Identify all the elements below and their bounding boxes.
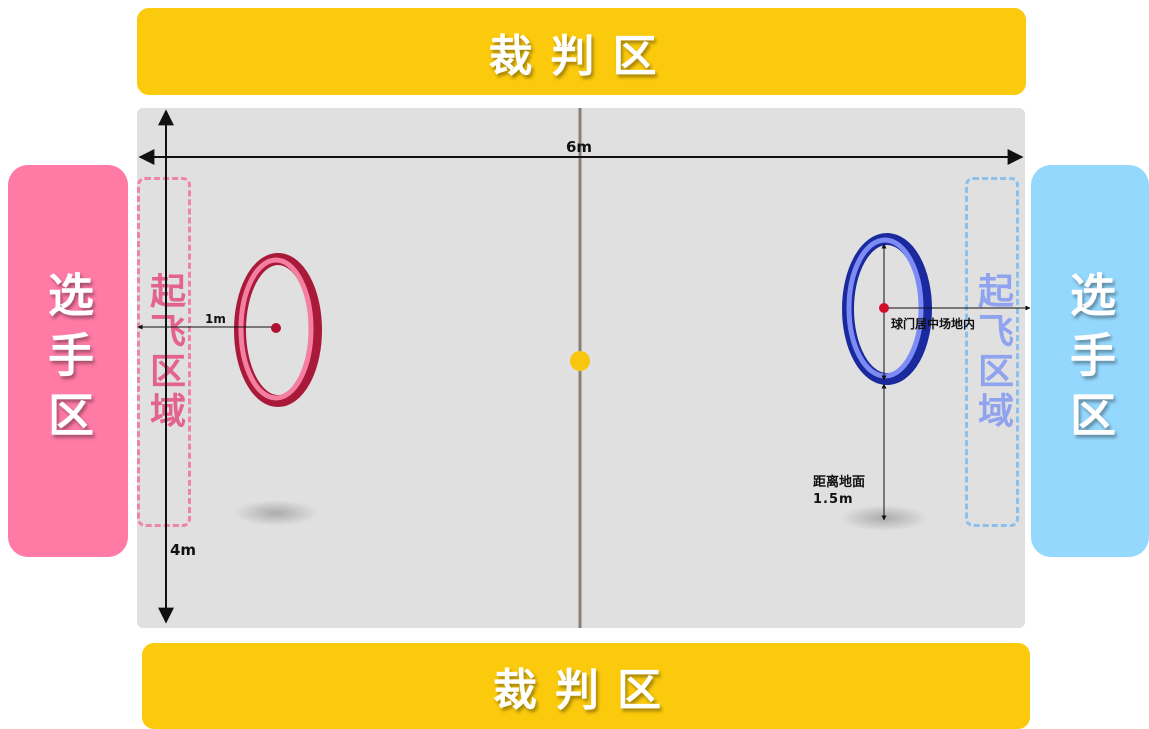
goal-height-label-line1: 距离地面	[813, 475, 866, 490]
goal-position-note: 球门居中场地内	[891, 317, 976, 331]
player-zone-left: 选手区	[8, 165, 128, 557]
goal-left-shadow	[234, 500, 318, 526]
center-ball	[570, 351, 590, 371]
goal-right-center	[879, 303, 889, 313]
field-width-label: 6m	[566, 138, 593, 156]
goal-left	[234, 253, 322, 407]
goal-offset-label: 1m	[205, 312, 226, 326]
goal-left-center	[271, 323, 281, 333]
referee-zone-top: 裁判区	[137, 8, 1026, 95]
takeoff-zone-right: 起飞区域	[965, 177, 1019, 527]
goal-height-label-line2: 1.5m	[813, 492, 854, 507]
referee-zone-bottom: 裁判区	[142, 643, 1030, 729]
field-height-label: 4m	[170, 541, 197, 559]
player-zone-right: 选手区	[1031, 165, 1149, 557]
